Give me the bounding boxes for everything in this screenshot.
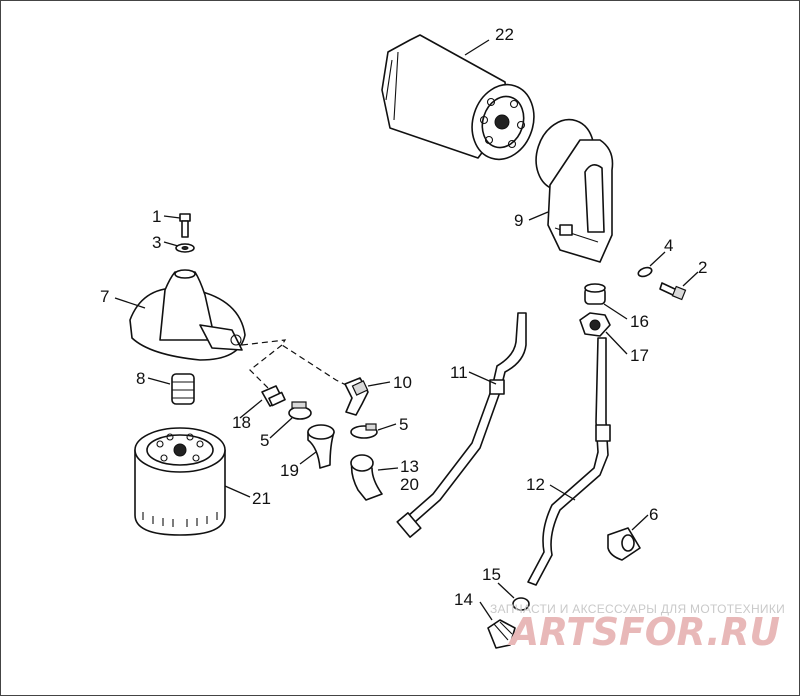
part-9-filter-adapter [535,118,614,263]
callout-5-left: 5 [260,431,269,450]
part-7-filter-mount [129,269,246,361]
part-18-fitting [261,385,286,407]
callout-13: 13 [400,457,419,476]
callout-4: 4 [664,236,673,255]
watermark-tagline: ЗАПЧАСТИ И АКСЕССУАРЫ ДЛЯ МОТОТЕХНИКИ [490,602,785,616]
callout-22: 22 [495,25,514,44]
part-12-oil-line [527,337,611,586]
part-4-washer [637,266,653,278]
callout-19: 19 [280,461,299,480]
callout-17: 17 [630,346,649,365]
callout-2: 2 [698,258,707,277]
callout-7: 7 [100,287,109,306]
callout-16: 16 [630,312,649,331]
callout-11: 11 [450,363,468,382]
callout-1: 1 [152,207,161,226]
part-16-fitting [584,283,606,305]
callout-3: 3 [152,233,161,252]
part-13-20-hose [350,454,383,501]
watermark: ЗАПЧАСТИ И АКСЕССУАРЫ ДЛЯ МОТОТЕХНИКИ AR… [490,602,785,654]
callout-20: 20 [400,475,419,494]
part-6-clip [607,527,641,561]
callout-18: 18 [232,413,251,432]
part-15-seal [512,597,530,611]
callout-6: 6 [649,505,658,524]
part-10-elbow-fitting [344,377,369,416]
callout-9: 9 [514,211,523,230]
part-8-nipple [171,373,195,405]
part-21-oil-filter [134,427,226,536]
callout-12: 12 [526,475,545,494]
assembly-line [241,339,351,389]
callout-8: 8 [136,369,145,388]
part-17-nut [579,312,611,337]
part-22-oil-filter [381,34,535,161]
callout-10: 10 [393,373,412,392]
part-2-bolt [659,282,687,301]
part-1-bolt [179,213,191,238]
callout-14: 14 [454,590,473,609]
part-5-clamp-left [288,401,312,420]
part-5-clamp-right [350,423,378,439]
part-19-hose [307,424,335,469]
callout-15: 15 [482,565,501,584]
callout-5-right: 5 [399,415,408,434]
callout-21: 21 [252,489,271,508]
leader-lines [114,39,699,621]
watermark-logo: ARTSFOR.RU [507,610,780,654]
part-14-fitting [487,619,516,649]
part-3-washer [175,243,195,253]
part-11-oil-line [396,312,527,538]
